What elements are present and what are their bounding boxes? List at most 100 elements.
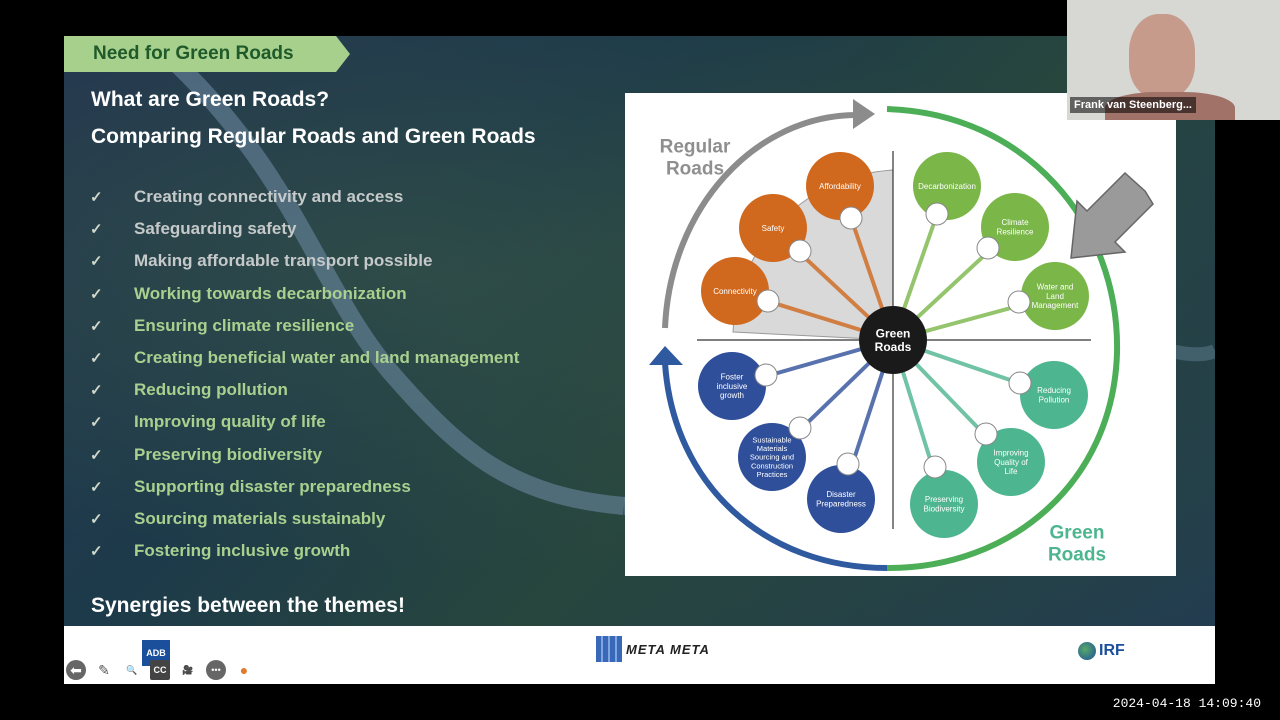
checkmark-icon: ✓ <box>90 414 103 432</box>
zoom-icon[interactable]: 🔍 <box>126 664 138 675</box>
theme-icon <box>923 455 947 479</box>
pen-icon[interactable]: ✎ <box>98 661 110 678</box>
list-item: ✓ Creating beneficial water and land mana… <box>90 342 519 374</box>
theme-icon <box>1007 290 1031 314</box>
participant-name: Frank van Steenberg... <box>1070 97 1196 113</box>
presentation-slide: Need for Green Roads What are Green Road… <box>64 36 1215 626</box>
meta-meta-logo: META META <box>596 636 710 662</box>
participant-avatar <box>1129 14 1195 98</box>
list-item: ✓Ensuring climate resilience <box>90 310 519 342</box>
theme-node <box>977 428 1045 496</box>
list-item: ✓ Making affordable transport possible <box>90 245 519 277</box>
regular-roads-arc <box>662 112 858 329</box>
list-item-text: Preserving biodiversity <box>134 444 323 464</box>
blue-arc-arrowhead <box>649 346 683 365</box>
theme-icon <box>836 452 860 476</box>
adb-logo-text: ADB <box>146 648 166 658</box>
theme-node <box>739 194 807 262</box>
theme-node <box>698 352 766 420</box>
list-item-text: Reducing pollution <box>134 380 288 400</box>
checkmark-icon: ✓ <box>90 543 103 561</box>
list-item-text: Creating beneficial water and land manag… <box>134 348 520 368</box>
checkmark-icon: ✓ <box>90 189 103 207</box>
captions-icon[interactable]: CC <box>150 660 170 680</box>
section-tag: Need for Green Roads <box>64 36 350 72</box>
list-item: ✓ Safeguarding safety <box>90 213 519 245</box>
theme-icon <box>839 206 863 230</box>
more-icon[interactable]: ••• <box>206 660 226 680</box>
list-item: ✓ Reducing pollution <box>90 374 519 406</box>
theme-icon <box>756 289 780 313</box>
checkmark-icon: ✓ <box>90 478 103 496</box>
theme-icon <box>1008 371 1032 395</box>
slide-footer: ADB META META IRF <box>64 626 1215 684</box>
participant-video[interactable]: Frank van Steenberg... <box>1067 0 1280 120</box>
green-roads-arc-blue <box>662 362 888 571</box>
benefits-list: ✓ Creating connectivity and access ✓ Safegu… <box>90 181 519 567</box>
green-roads-arc <box>886 106 1121 572</box>
list-item: ✓ Improving quality of life <box>90 406 519 438</box>
theme-node <box>807 465 875 533</box>
list-item-text: Working towards decarbonization <box>134 283 407 303</box>
theme-node <box>806 152 874 220</box>
theme-icon <box>788 239 812 263</box>
list-item-text: Fostering inclusive growth <box>134 541 351 561</box>
checkmark-icon: ✓ <box>90 382 103 400</box>
regular-roads-arrowhead <box>853 99 875 129</box>
theme-node <box>1021 262 1089 330</box>
checkmark-icon: ✓ <box>90 221 103 239</box>
theme-node <box>913 152 981 220</box>
irf-text: IRF <box>1099 642 1125 659</box>
theme-icon <box>754 363 778 387</box>
theme-node <box>910 470 978 538</box>
meta-meta-text: META META <box>626 641 710 657</box>
theme-node-label: Affordability <box>819 182 861 191</box>
laser-pointer-icon[interactable]: ● <box>239 662 249 678</box>
globe-icon <box>1078 642 1096 660</box>
timestamp: 2024-04-18 14:09:40 <box>1112 696 1261 711</box>
list-item-text: Improving quality of life <box>134 412 326 432</box>
list-item-text: Ensuring climate resilience <box>134 315 355 335</box>
list-item-text: Supporting disaster preparedness <box>134 476 411 496</box>
checkmark-icon: ✓ <box>90 510 103 528</box>
video-off-icon[interactable]: 🎥 <box>182 664 194 675</box>
checkmark-icon: ✓ <box>90 350 103 368</box>
list-item-text: Creating connectivity and access <box>134 187 404 207</box>
slide-subtitle: Comparing Regular Roads and Green Roads <box>91 125 536 148</box>
theme-node <box>701 257 769 325</box>
theme-icon <box>788 416 812 440</box>
list-item-text: Safeguarding safety <box>134 219 297 239</box>
theme-node <box>738 423 806 491</box>
pointer-arrow-icon <box>1070 171 1154 259</box>
list-item: ✓Preserving biodiversity <box>90 439 519 471</box>
checkmark-icon: ✓ <box>90 253 103 271</box>
checkmark-icon: ✓ <box>90 285 103 303</box>
theme-node <box>1020 361 1088 429</box>
theme-node-label: Decarbonization <box>918 182 976 191</box>
theme-node-label: Safety <box>762 224 785 233</box>
list-item-text: Making affordable transport possible <box>134 251 433 271</box>
theme-node-label: Connectivity <box>713 287 757 296</box>
list-item: ✓ Fostering inclusive growth <box>90 535 519 567</box>
list-item: ✓ Working towards decarbonization <box>90 278 519 310</box>
theme-icon <box>976 236 1000 260</box>
theme-icon <box>925 202 949 226</box>
synergies-text: Synergies between the themes! <box>91 594 405 617</box>
slide-title: What are Green Roads? <box>91 88 330 111</box>
back-arrow-icon[interactable]: ⬅ <box>66 660 86 680</box>
list-item: ✓ Creating connectivity and access <box>90 181 519 213</box>
irf-logo: IRF <box>1078 642 1125 660</box>
theme-icon <box>974 422 998 446</box>
list-item-text: Sourcing materials sustainably <box>134 508 386 528</box>
